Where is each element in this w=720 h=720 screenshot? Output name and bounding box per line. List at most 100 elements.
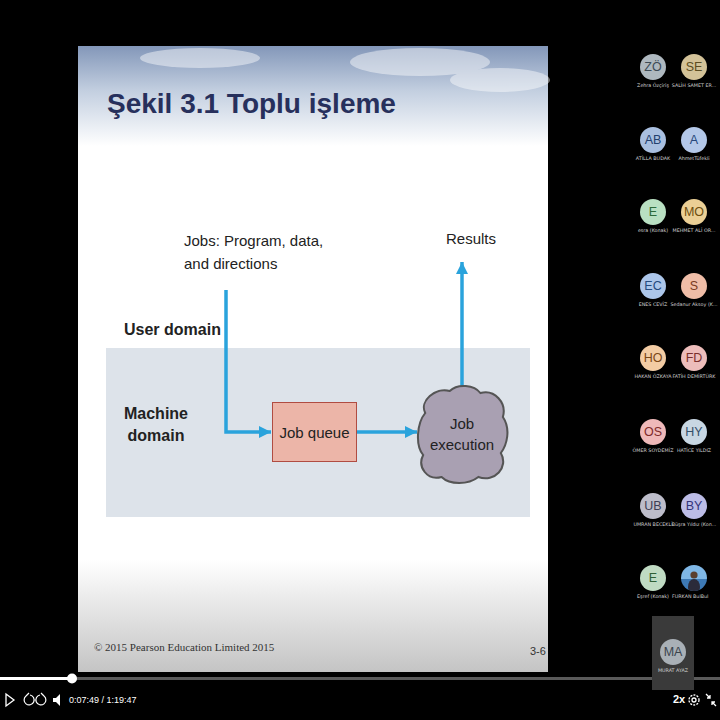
participant-avatar: AB ATİLLA BUDAK (631, 127, 675, 167)
process-label: Job execution (426, 413, 498, 455)
avatar-disc (681, 127, 707, 153)
blob-outline (415, 383, 509, 485)
participant-initials: FD (686, 345, 703, 371)
participant-initials: OS (644, 419, 662, 445)
copyright-note: © 2015 Pearson Education Limited 2015 (94, 641, 274, 653)
participant-avatar: MA MURAT AYAZ (651, 639, 695, 679)
participant-avatar: HO HAKAN ÖZKAYA (631, 345, 675, 385)
participant-avatar: FD FATİH DEMİRTÜRK (672, 345, 716, 385)
avatar-photo (672, 565, 716, 591)
avatar-disc (660, 639, 686, 665)
participant-avatar: SE SALİH SAMET ER... (672, 54, 716, 94)
avatar-disc (681, 199, 707, 225)
participant-name: MURAT AYAZ (658, 668, 688, 673)
participant-initials: A (690, 127, 698, 153)
avatar-disc (681, 273, 707, 299)
volume-icon (53, 694, 60, 706)
participant-name: esra (Konak) (638, 228, 668, 233)
participant-initials: BY (686, 493, 703, 519)
participant-initials: S (690, 273, 698, 299)
time-display: 0:07:49 / 1:19:47 (69, 695, 137, 705)
machine-domain-band: Machine domain Job queue Job execution (106, 348, 530, 517)
participant-avatar: HY HATİCE YILDIZ (672, 419, 716, 459)
participant-initials: E (649, 199, 657, 225)
avatar-disc (681, 493, 707, 519)
avatar-disc (681, 345, 707, 371)
participant-name: Sedanur Aksoy (K... (671, 302, 718, 307)
participant-avatar: FURKAN BulBul (672, 565, 716, 605)
participant-initials: EC (644, 273, 661, 299)
avatar-disc (640, 199, 666, 225)
participant-avatar: MO MEHMET ALİ OR... (672, 199, 716, 239)
participant-initials: UB (644, 493, 661, 519)
slide-sky (78, 46, 548, 146)
participant-avatar: EC ENES CEVİZ (631, 273, 675, 313)
participant-initials: HY (685, 419, 702, 445)
progress-track (0, 677, 720, 680)
avatar-disc (640, 273, 666, 299)
output-arrow (460, 262, 464, 392)
avatar-disc (640, 419, 666, 445)
job-queue-box: Job queue (272, 402, 357, 462)
participant-initials: SE (686, 54, 703, 80)
region-name: Machine domain (108, 403, 204, 447)
input-label: Jobs: Program, data, and directions (184, 229, 352, 275)
participant-name: SALİH SAMET ER... (672, 83, 716, 88)
participant-name: HAKAN ÖZKAYA (634, 374, 671, 379)
play-icon (6, 694, 14, 706)
progress-played (0, 677, 72, 680)
process-label: Job queue (279, 424, 349, 441)
avatar-disc (640, 345, 666, 371)
speed-indicator: 2x (673, 693, 685, 705)
participant-avatar: Eesra (Konak) (631, 199, 675, 239)
participant-name: FATİH DEMİRTÜRK (673, 374, 716, 379)
participant-avatar: A AhmetTüfekli (672, 127, 716, 167)
participant-avatar: E Eşref (Konak) (631, 565, 675, 605)
participant-initials: ZÖ (644, 54, 661, 80)
participant-initials: AB (645, 127, 662, 153)
participant-avatar: OS ÖMER SOYDEMİZ (631, 419, 675, 459)
participant-name: MEHMET ALİ OR... (673, 228, 716, 233)
participant-name: Eşref (Konak) (637, 594, 669, 599)
participant-avatar: ZÖ Zehra Özçiriş (631, 54, 675, 94)
participant-name: FURKAN BulBul (672, 594, 716, 599)
input-arrow (226, 290, 271, 432)
flow-arrow (357, 430, 417, 434)
exit-fullscreen-icon (706, 694, 716, 706)
participant-avatar: BY Büşra Yıldız (Kon... (672, 493, 716, 533)
active-speaker-tile (652, 616, 694, 690)
skip-icons (24, 693, 46, 705)
participant-name: Büşra Yıldız (Kon... (672, 522, 717, 527)
participant-name: ÖMER SOYDEMİZ (633, 448, 674, 453)
participant-initials: HO (644, 345, 663, 371)
participant-initials: MO (684, 199, 704, 225)
slide-title: Şekil 3.1 Toplu işleme (107, 88, 396, 120)
avatar-disc (681, 54, 707, 80)
region-label: User domain (124, 321, 221, 339)
slide-number: 3-6 (530, 645, 546, 657)
job-execution-blob: Job execution (415, 383, 509, 485)
participant-name: ENES CEVİZ (639, 302, 668, 307)
avatar-disc (640, 54, 666, 80)
avatar-disc (640, 565, 666, 591)
clouds (140, 48, 550, 92)
participant-initials: MA (664, 639, 683, 665)
slide (78, 46, 548, 672)
avatar-disc (640, 127, 666, 153)
participant-name: UMRAN BECEKLİ (633, 522, 672, 527)
blob-shape (418, 386, 507, 483)
participant-avatar: S Sedanur Aksoy (K... (672, 273, 716, 313)
slide-footer-shade (78, 560, 548, 672)
output-label: Results (446, 230, 496, 247)
participant-avatar: UB UMRAN BECEKLİ (631, 493, 675, 533)
participant-name: HATİCE YILDIZ (677, 448, 711, 453)
progress-knob (67, 674, 77, 684)
participant-name: Zehra Özçiriş (637, 83, 669, 88)
avatar-disc (640, 493, 666, 519)
participant-name: AhmetTüfekli (678, 156, 709, 161)
participant-initials: E (649, 565, 657, 591)
participant-name: ATİLLA BUDAK (636, 156, 670, 161)
avatar-disc (681, 419, 707, 445)
photo-content (681, 565, 707, 591)
